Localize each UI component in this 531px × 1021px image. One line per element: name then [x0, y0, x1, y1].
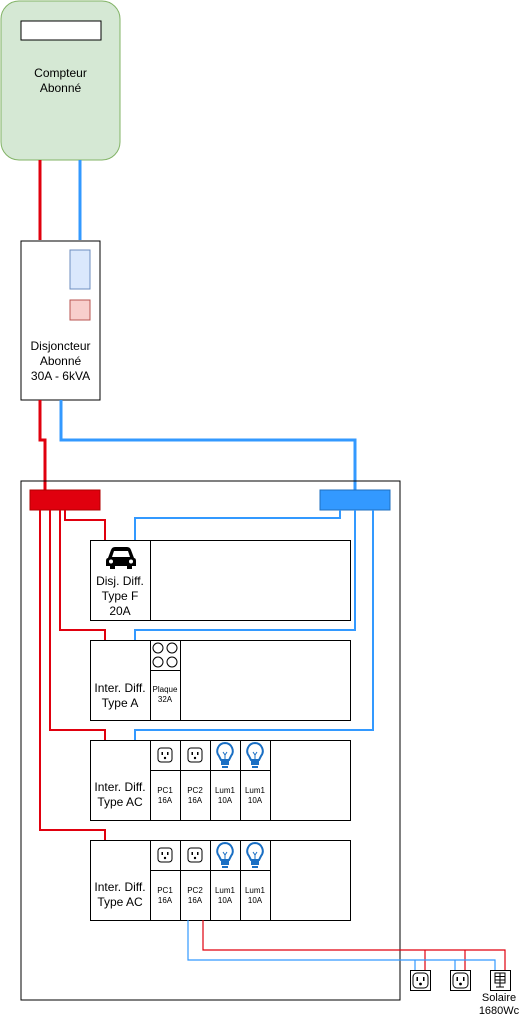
device-rating: 16A: [187, 796, 203, 805]
circuit-1-box: [90, 540, 351, 621]
car-icon: [106, 547, 136, 569]
breaker-label: Disjoncteur Abonné 30A - 6kVA: [21, 339, 100, 384]
breaker-label-line1: Disjoncteur: [30, 339, 91, 353]
device-name: PC2: [187, 886, 203, 895]
circuit-3-label: Inter. Diff. Type AC: [90, 780, 150, 810]
breaker-label-line3: 30A - 6kVA: [30, 369, 91, 383]
device-name: Lum1: [244, 886, 265, 895]
phase-feed-3: [49, 510, 106, 740]
solar-label-line1: Solaire: [481, 992, 517, 1004]
device-name: Lum1: [244, 786, 265, 795]
circuit-2-box: [90, 640, 351, 721]
device-rating: 16A: [187, 896, 203, 905]
meter-display: [20, 20, 102, 41]
device-name: PC1: [157, 886, 173, 895]
device-rating: 10A: [217, 896, 233, 905]
circuit-2-label: Inter. Diff. Type A: [90, 681, 150, 711]
device-rating: 16A: [157, 896, 173, 905]
circuit-4-line2: Type AC: [97, 895, 143, 909]
distribution-panel: [20, 480, 401, 1001]
outlet-icon: [450, 970, 471, 991]
lightbulb-icon: [246, 841, 264, 868]
device-label: PC2 16A: [180, 786, 210, 806]
lightbulb-icon: [216, 741, 234, 768]
device-name: PC2: [187, 786, 203, 795]
phase-indicator: [69, 299, 91, 321]
device-rating: 32A: [157, 695, 173, 704]
breaker-label-line2: Abonné: [39, 354, 82, 368]
phase-busbar: [29, 489, 101, 511]
device-rating: 10A: [217, 796, 233, 805]
device-label: Plaque 32A: [150, 685, 180, 705]
circuit-1-line2: Type F: [101, 589, 139, 603]
device-rating: 16A: [157, 796, 173, 805]
outlet-icon: [187, 847, 203, 863]
circuit-3-line1: Inter. Diff.: [94, 780, 146, 794]
meter-label: Compteur Abonné: [1, 66, 120, 96]
neutral-feed-1: [134, 510, 341, 540]
solar-panel-icon: [490, 970, 511, 991]
neutral-busbar: [319, 489, 391, 511]
lightbulb-icon: [216, 841, 234, 868]
circuit-4-label: Inter. Diff. Type AC: [90, 880, 150, 910]
device-label: PC1 16A: [150, 786, 180, 806]
device-label: Lum1 10A: [240, 886, 270, 906]
circuit-1-label: Disj. Diff. Type F 20A: [90, 574, 150, 619]
outlet-icon: [410, 970, 431, 991]
circuit-3-line2: Type AC: [97, 795, 143, 809]
phase-wire-panel: [38, 400, 47, 490]
device-label: Lum1 10A: [240, 786, 270, 806]
device-name: PC1: [157, 786, 173, 795]
device-name: Lum1: [214, 786, 235, 795]
circuit-2-line2: Type A: [101, 696, 139, 710]
device-name: Plaque: [152, 685, 178, 694]
phase-feed-1: [64, 510, 106, 540]
device-name: Lum1: [214, 886, 235, 895]
external-phase-wire: [202, 920, 506, 970]
phase-feed-4: [39, 510, 106, 840]
solar-label-line2: 1680Wc: [478, 1005, 520, 1017]
outlet-icon: [187, 747, 203, 763]
phase-feed-2: [59, 510, 106, 640]
neutral-indicator: [69, 249, 91, 290]
device-label: Lum1 10A: [210, 786, 240, 806]
device-label: Lum1 10A: [210, 886, 240, 906]
circuit-1-line1: Disj. Diff.: [96, 574, 144, 588]
external-neutral-wire: [187, 920, 496, 970]
outlet-icon: [157, 747, 173, 763]
device-rating: 10A: [247, 796, 263, 805]
device-rating: 10A: [247, 896, 263, 905]
neutral-feed-3: [134, 510, 374, 740]
meter-label-line2: Abonné: [39, 81, 82, 95]
circuit-4-line1: Inter. Diff.: [94, 880, 146, 894]
circuit-2-line1: Inter. Diff.: [94, 681, 146, 695]
outlet-icon: [157, 847, 173, 863]
lightbulb-icon: [246, 741, 264, 768]
circuit-1-line3: 20A: [109, 604, 131, 618]
meter-box: [0, 0, 121, 161]
solar-label: Solaire 1680Wc: [470, 992, 528, 1018]
neutral-wire-panel: [59, 400, 357, 490]
device-label: PC2 16A: [180, 886, 210, 906]
device-label: PC1 16A: [150, 886, 180, 906]
meter-label-line1: Compteur: [34, 66, 87, 80]
neutral-feed-2: [134, 510, 356, 640]
cooktop-icon: [152, 642, 178, 668]
